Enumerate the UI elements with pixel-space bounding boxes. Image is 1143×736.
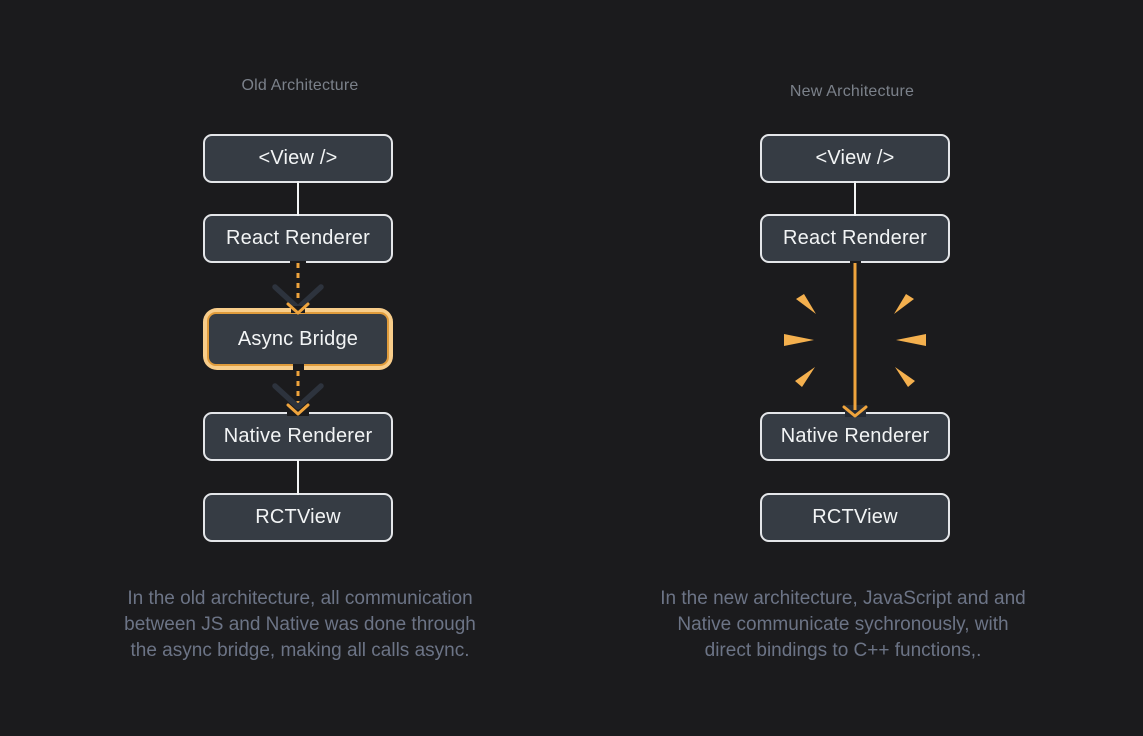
dark-chevron-icon bbox=[272, 284, 324, 311]
old-architecture-title: Old Architecture bbox=[241, 77, 359, 94]
async-bridge-node: Async Bridge bbox=[207, 312, 389, 366]
spark-wedge bbox=[894, 294, 914, 314]
caption-line: the async bridge, making all calls async… bbox=[130, 640, 470, 661]
new-rctview-node: RCTView bbox=[760, 493, 950, 542]
new-native-renderer-node: Native Renderer bbox=[760, 412, 950, 461]
old-native-renderer-node: Native Renderer bbox=[203, 412, 393, 461]
old-architecture-caption: In the old architecture, all communicati… bbox=[124, 586, 476, 664]
old-rctview-node: RCTView bbox=[203, 493, 393, 542]
caption-line: between JS and Native was done through bbox=[124, 614, 476, 635]
dark-chevron-icon bbox=[272, 383, 324, 410]
new-architecture-caption: In the new architecture, JavaScript and … bbox=[660, 586, 1025, 664]
old-react-renderer-node: React Renderer bbox=[203, 214, 393, 263]
caption-line: In the new architecture, JavaScript and … bbox=[660, 588, 1026, 609]
new-architecture-title: New Architecture bbox=[789, 83, 915, 100]
spark-wedge bbox=[896, 334, 926, 346]
spark-wedge bbox=[795, 367, 815, 387]
new-react-renderer-node: React Renderer bbox=[760, 214, 950, 263]
old-view-node: <View /> bbox=[203, 134, 393, 183]
async-bridge-highlight-ring: Async Bridge bbox=[203, 308, 393, 370]
new-view-node: <View /> bbox=[760, 134, 950, 183]
spark-wedge bbox=[796, 294, 816, 314]
spark-wedge bbox=[895, 367, 915, 387]
caption-line: In the old architecture, all communicati… bbox=[127, 588, 473, 609]
spark-burst-icon bbox=[784, 294, 816, 387]
caption-line: direct bindings to C++ functions,. bbox=[704, 640, 982, 661]
caption-line: Native communicate sychronously, with bbox=[677, 614, 1009, 635]
spark-burst-icon bbox=[894, 294, 926, 387]
spark-wedge bbox=[784, 334, 814, 346]
